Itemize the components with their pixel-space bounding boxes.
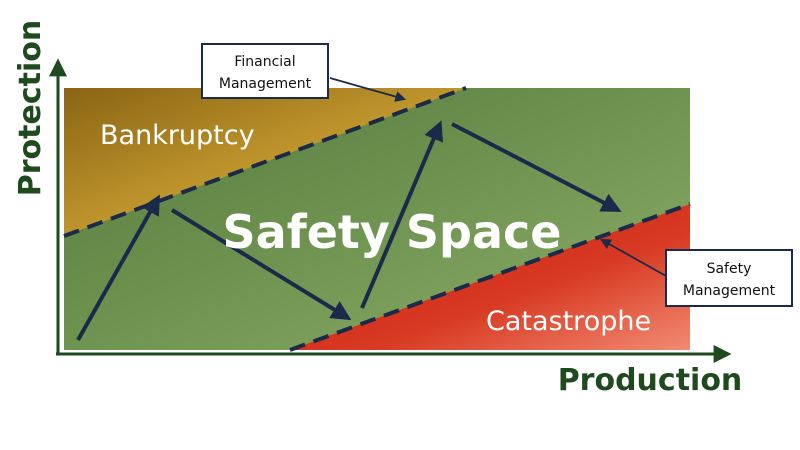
safety-callout-line-1: Safety [707, 261, 752, 277]
safety-callout-line-2: Management [683, 283, 776, 299]
path-arrow-3 [360, 120, 443, 309]
financial-management-callout: Financial Management [201, 43, 407, 102]
safety-boundary-line [289, 202, 691, 352]
financial-callout-line-1: Financial [234, 54, 295, 70]
safety-management-callout: Safety Management [600, 238, 793, 307]
diagram-title: Safety Space [223, 205, 562, 259]
financial-callout-pointer [329, 77, 407, 102]
financial-boundary-line [63, 86, 467, 238]
y-axis-title: Protection [13, 20, 48, 196]
bankruptcy-label: Bankruptcy [100, 120, 255, 151]
path-arrow-1 [76, 194, 160, 341]
safety-callout-box [665, 249, 793, 307]
financial-callout-box [201, 43, 329, 99]
financial-callout-line-2: Management [219, 76, 312, 92]
x-axis-title: Production [558, 363, 743, 398]
catastrophe-label: Catastrophe [486, 306, 651, 337]
path-arrow-2 [170, 208, 352, 321]
path-arrow-4 [451, 122, 622, 212]
safety-callout-pointer [600, 238, 667, 277]
